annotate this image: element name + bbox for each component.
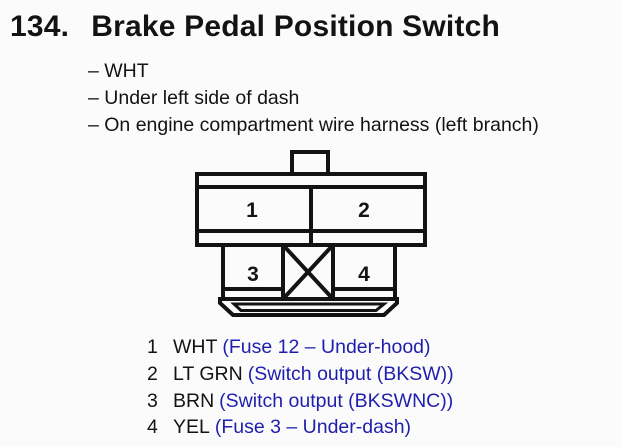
pin-wire-color: YEL [173,416,210,439]
cavity-label-1: 1 [246,199,258,222]
pin-wire-color: WHT [173,336,218,358]
cavity-label-2: 2 [358,199,370,222]
pin-row: 2 LT GRN(Switch output (BKSW)) [147,361,454,388]
pin-number: 3 [147,389,158,412]
cavity-label-4: 4 [358,263,370,286]
pin-wire-color: LT GRN [173,362,243,385]
pin-row: 1 WHT(Fuse 12 – Under-hood) [147,334,454,361]
pin-number: 4 [147,416,158,439]
pin-number: 2 [147,362,158,385]
note-line: – Under left side of dash [88,87,300,109]
pin-description: (Fuse 12 – Under-hood) [222,336,431,358]
connector-base-inner-line [230,302,389,312]
pin-wire-color: BRN [173,389,215,412]
note-line: – WHT [88,60,149,82]
connector-base [218,297,399,317]
pin-description: (Switch output (BKSW)) [247,362,454,385]
pin-description: (Fuse 3 – Under-dash) [214,416,412,439]
item-title: Brake Pedal Position Switch [91,10,501,43]
item-number: 134. [10,10,70,43]
pin-row: 4 YEL(Fuse 3 – Under-dash) [147,414,454,441]
pin-number: 1 [147,336,158,358]
page-title: 134. Brake Pedal Position Switch [10,9,500,45]
pin-description: (Switch output (BKSWNC)) [219,389,454,412]
keyway-x-diagonal-2 [281,243,335,301]
notes-list: – WHT – Under left side of dash – On eng… [88,58,539,139]
pin-row: 3 BRN(Switch output (BKSWNC)) [147,388,454,415]
note-line: – On engine compartment wire harness (le… [88,114,539,136]
cavity-label-3: 3 [247,263,259,286]
